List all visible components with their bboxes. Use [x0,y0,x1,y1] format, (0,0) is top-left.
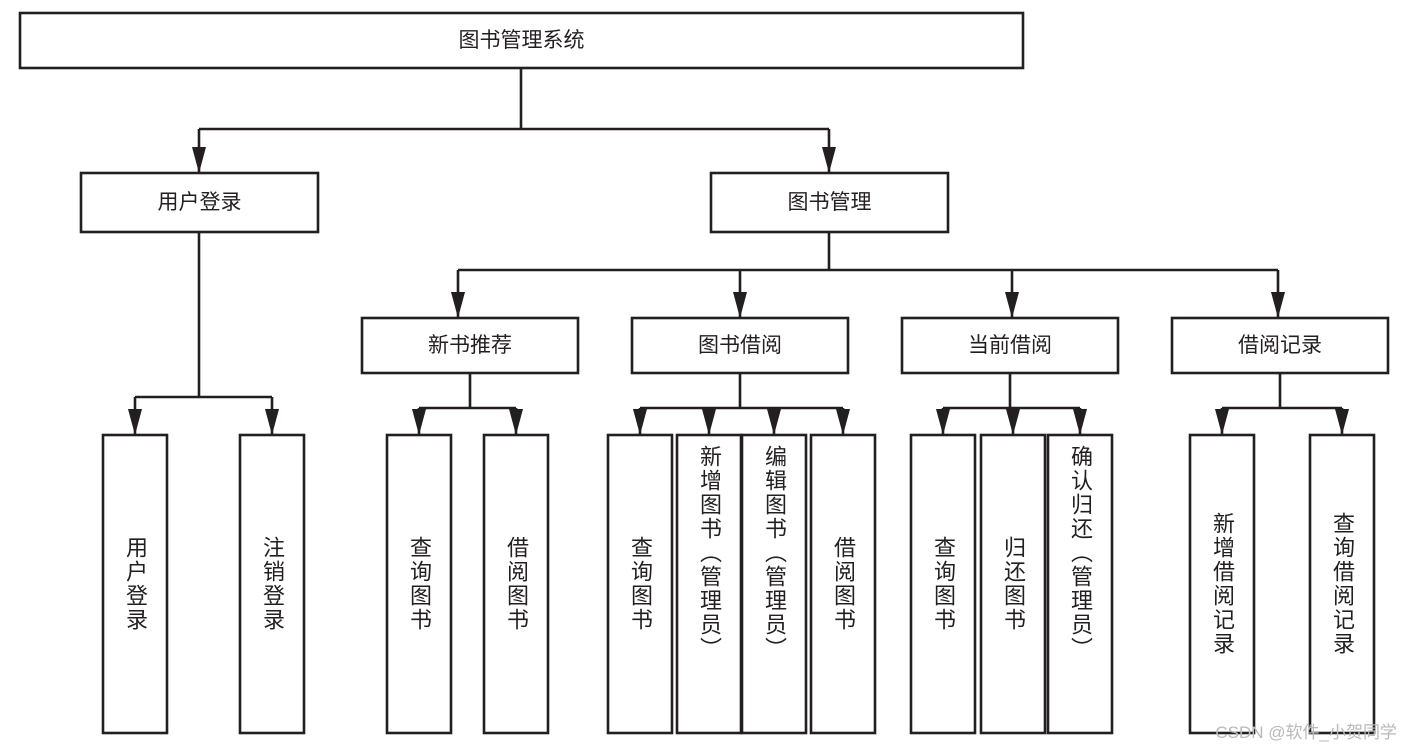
node-level2-1[interactable] [709,171,950,234]
node-leaf-12[interactable] [1308,433,1376,735]
node-level2-0[interactable] [79,171,320,234]
arrow-head-icon [1073,409,1087,435]
node-leaf-7[interactable] [809,433,877,735]
node-level3-3-label: 借阅记录 [1238,334,1322,357]
node-level3-1[interactable] [630,316,850,375]
arrow-head-icon [733,292,747,318]
node-level3-3[interactable] [1170,316,1390,375]
arrow-head-icon [936,409,950,435]
node-leaf-9[interactable] [979,433,1047,735]
arrow-head-icon [1006,409,1020,435]
arrow-head-icon [1335,409,1349,435]
arrow-head-icon [1005,292,1019,318]
arrow-head-icon [836,409,850,435]
arrow-head-icon [633,409,647,435]
node-leaf-8[interactable] [909,433,977,735]
connector-edges-layer [128,68,1349,435]
node-leaf-0[interactable] [101,433,169,735]
node-boxes-layer [18,11,1390,735]
node-level3-2[interactable] [900,316,1120,375]
node-leaf-6[interactable] [740,433,808,735]
arrow-head-icon [128,409,142,435]
node-root[interactable] [18,11,1025,70]
node-level2-0-label: 用户登录 [158,191,242,214]
node-leaf-3[interactable] [482,433,550,735]
node-leaf-11[interactable] [1188,433,1256,735]
node-leaf-1[interactable] [238,433,306,735]
arrow-head-icon [1215,409,1229,435]
node-level3-0-label: 新书推荐 [428,334,512,357]
node-level2-1-label: 图书管理 [788,191,872,214]
arrow-head-icon [412,409,426,435]
node-level3-0[interactable] [360,316,580,375]
node-leaf-10[interactable] [1046,433,1114,735]
arrow-head-icon [192,147,206,173]
arrow-head-icon [509,409,523,435]
arrow-head-icon [822,147,836,173]
node-leaf-5[interactable] [675,433,743,735]
node-leaf-2[interactable] [385,433,453,735]
node-leaf-4[interactable] [606,433,674,735]
arrow-head-icon [767,409,781,435]
arrow-head-icon [702,409,716,435]
arrow-head-icon [1271,292,1285,318]
arrow-head-icon [451,292,465,318]
arrow-head-icon [265,409,279,435]
node-level3-1-label: 图书借阅 [698,334,782,357]
node-root-label: 图书管理系统 [459,29,585,52]
node-level3-2-label: 当前借阅 [968,334,1052,357]
